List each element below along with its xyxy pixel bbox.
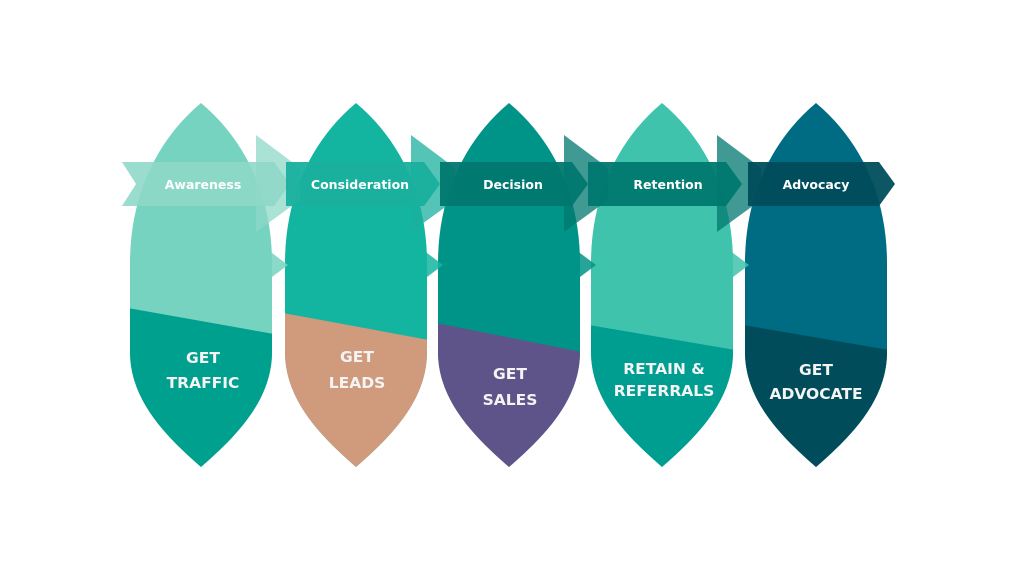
leaf-advocacy — [745, 103, 887, 467]
stage-banner-decision — [440, 162, 588, 206]
leaf-bottom-segment — [438, 323, 580, 467]
stage-label-consideration: Consideration — [311, 177, 409, 192]
goal-advocacy-line2: ADVOCATE — [769, 385, 862, 403]
stage-label-retention: Retention — [633, 177, 702, 192]
leaf-consideration — [285, 103, 427, 467]
leaf-awareness — [130, 103, 272, 467]
leaf-retention — [591, 103, 733, 467]
stage-banner-advocacy — [748, 162, 895, 206]
small-arrow-icon — [423, 250, 443, 280]
goal-decision-line2: SALES — [483, 391, 538, 409]
stage-banner-consideration — [286, 162, 440, 206]
stage-label-advocacy: Advocacy — [783, 177, 850, 192]
goal-retention-line2: REFERRALS — [614, 382, 715, 400]
leaf-bottom-segment — [745, 325, 887, 467]
goal-consideration-line2: LEADS — [329, 374, 386, 392]
leaf-bottom-segment — [130, 308, 272, 467]
stage-banner-retention — [588, 162, 742, 206]
goal-retention-line1: RETAIN & — [623, 360, 705, 378]
small-arrow-icon — [729, 250, 749, 280]
leaf-bottom-segment — [285, 313, 427, 467]
small-arrow-icon — [268, 250, 288, 280]
stage-label-awareness: Awareness — [165, 177, 242, 192]
goal-consideration-line1: GET — [340, 348, 374, 366]
stage-banner-awareness — [122, 162, 290, 206]
leaf-bottom-segment — [591, 325, 733, 467]
goal-advocacy-line1: GET — [799, 361, 833, 379]
goal-awareness-line1: GET — [186, 349, 220, 367]
stage-label-decision: Decision — [483, 177, 543, 192]
goal-decision-line1: GET — [493, 365, 527, 383]
goal-awareness-line2: TRAFFIC — [167, 374, 240, 392]
small-arrow-icon — [576, 250, 596, 280]
leaf-decision — [438, 103, 580, 467]
